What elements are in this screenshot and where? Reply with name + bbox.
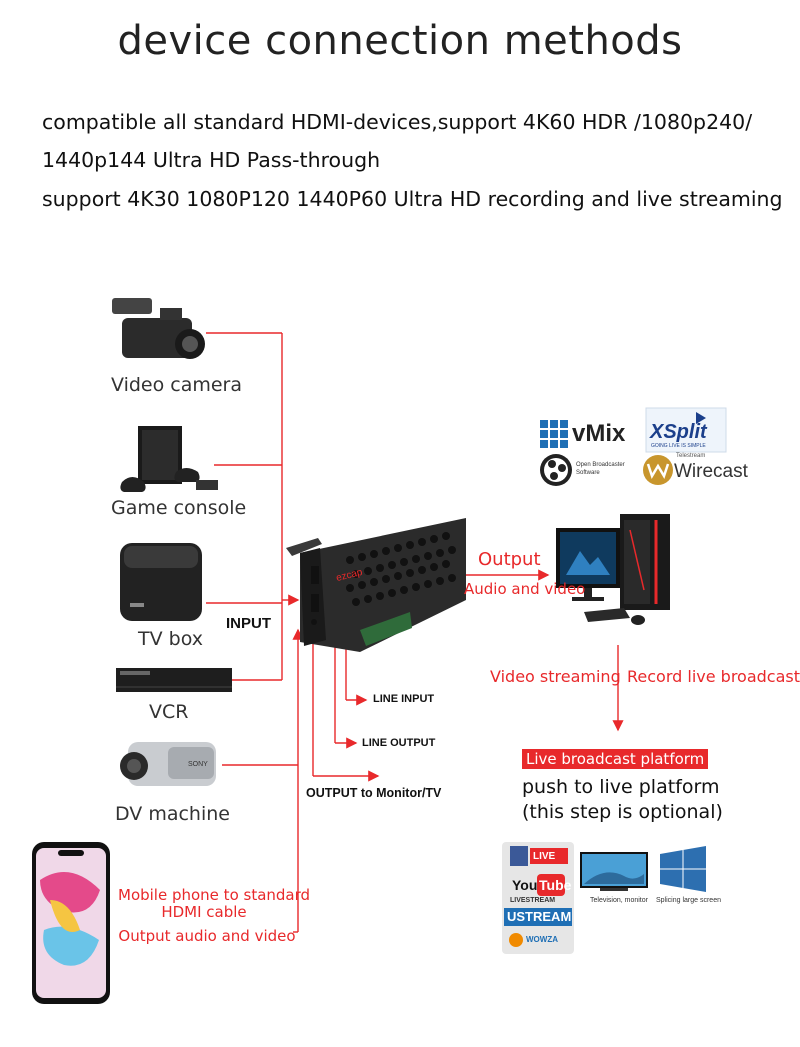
- vmix-label: vMix: [572, 420, 626, 447]
- tv-box-icon: [120, 543, 202, 621]
- youtube-tube-text: Tube: [539, 877, 572, 893]
- mobile-output-label: Output audio and video: [118, 927, 296, 945]
- mobile-phone-icon: [32, 842, 110, 1004]
- obs-logo: [540, 454, 572, 486]
- tv-box-label: TV box: [138, 628, 203, 650]
- obs-label-1: Open Broadcaster: [576, 462, 625, 468]
- vcr-label: VCR: [149, 701, 189, 723]
- live-platform-badge: Live broadcast platform: [522, 749, 709, 769]
- mobile-cable-label-1: Mobile phone to standard: [118, 886, 311, 904]
- game-console-icon: [120, 426, 218, 492]
- live-text: LIVE: [533, 851, 556, 862]
- obs-label-2: Software: [576, 470, 600, 476]
- vmix-logo: [540, 420, 568, 448]
- television-monitor-icon: [580, 852, 648, 891]
- output-label: Output: [478, 549, 541, 570]
- input-lines: [206, 332, 304, 933]
- description-line-1: compatible all standard HDMI-devices,sup…: [42, 110, 753, 134]
- game-console-label: Game console: [111, 497, 247, 519]
- video-camera-label: Video camera: [111, 374, 243, 396]
- tv-monitor-label: Television, monitor: [590, 897, 648, 904]
- splicing-screen-icon: [660, 846, 706, 892]
- wirecast-label: Wirecast: [674, 461, 748, 482]
- wirecast-logo: [643, 455, 673, 485]
- livestream-text: LIVESTREAM: [510, 897, 556, 904]
- ustream-text: USTREAM: [507, 909, 572, 924]
- youtube-logo: [537, 874, 565, 896]
- capture-card-icon: [286, 518, 466, 652]
- wowza-text: WOWZA: [526, 935, 558, 944]
- xsplit-tagline: GOING LIVE IS SIMPLE: [651, 443, 706, 449]
- video-camera-icon: [112, 298, 205, 359]
- line-input-label: LINE INPUT: [373, 693, 435, 705]
- ustream-logo: [504, 908, 572, 926]
- description-line-3: support 4K30 1080P120 1440P60 Ultra HD r…: [42, 187, 783, 211]
- mobile-cable-label-2: HDMI cable: [161, 903, 247, 921]
- optional-step-label: (this step is optional): [522, 801, 723, 823]
- xsplit-label: XSplit: [650, 421, 707, 443]
- description-line-2: 1440p144 Ultra HD Pass-through: [42, 148, 381, 172]
- wowza-logo: [509, 933, 523, 947]
- desktop-pc-icon: [556, 514, 670, 625]
- record-live-label: Record live broadcast: [627, 667, 800, 686]
- line-output-label: LINE OUTPUT: [362, 737, 436, 749]
- xsplit-logo: [645, 407, 727, 453]
- dv-machine-icon: SONY: [120, 742, 216, 786]
- push-platform-label: push to live platform: [522, 776, 720, 798]
- wirecast-top-label: Telestream: [676, 453, 706, 459]
- vcr-icon: [116, 668, 232, 692]
- dv-machine-label: DV machine: [115, 803, 230, 825]
- splicing-screen-label: Splicing large screen: [656, 897, 721, 904]
- svg-text:SONY: SONY: [188, 761, 208, 768]
- audio-video-label: Audio and video: [464, 580, 586, 598]
- page-title: device connection methods: [117, 18, 683, 64]
- output-monitor-label: OUTPUT to Monitor/TV: [306, 786, 442, 800]
- youtube-you-text: You: [512, 877, 538, 893]
- input-label: INPUT: [226, 615, 271, 632]
- video-streaming-label: Video streaming: [490, 667, 621, 686]
